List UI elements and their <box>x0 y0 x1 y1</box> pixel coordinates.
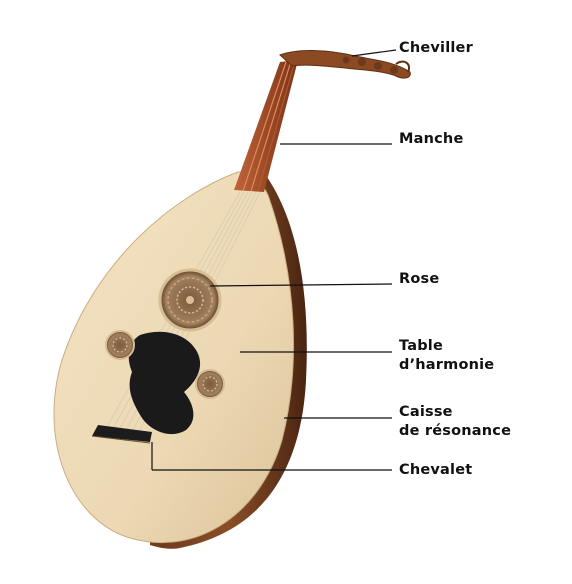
label-chevalet: Chevalet <box>399 461 472 480</box>
label-table-line2: d’harmonie <box>399 356 494 375</box>
oud-neck <box>234 60 298 192</box>
pointer-cheviller <box>352 50 396 56</box>
label-caisse-line2: de résonance <box>399 422 511 441</box>
oud-pegbox <box>280 51 410 79</box>
label-table-line1: Table <box>399 337 494 356</box>
oud-main-rose <box>160 270 220 330</box>
label-table-harmonie: Table d’harmonie <box>399 337 494 375</box>
label-rose: Rose <box>399 270 439 289</box>
label-cheviller: Cheviller <box>399 39 473 58</box>
label-caisse-resonance: Caisse de résonance <box>399 403 511 441</box>
label-caisse-line1: Caisse <box>399 403 511 422</box>
oud-small-rose-right <box>196 370 224 398</box>
oud-small-rose-left <box>106 331 134 359</box>
label-manche: Manche <box>399 130 464 149</box>
